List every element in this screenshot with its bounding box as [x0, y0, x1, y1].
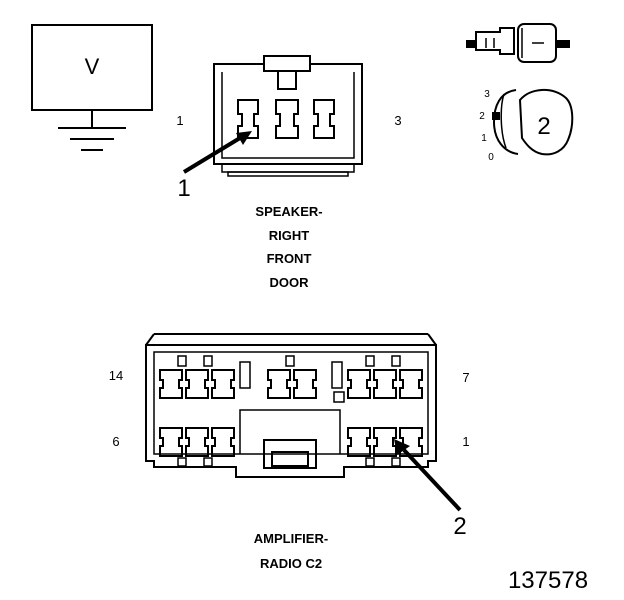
probe-inset: 3 2 1 0 2 — [466, 23, 574, 163]
callout-number-2: 2 — [453, 513, 466, 540]
ground-icon — [58, 110, 126, 151]
amplifier-connector: 14 7 6 1 2 AMPLIFIER- RADIO C2 — [109, 333, 470, 571]
pin-label-1: 1 — [176, 113, 183, 128]
pin-cavity — [275, 99, 299, 139]
pin-label-3: 3 — [394, 113, 401, 128]
callout-arrow-1 — [182, 131, 252, 174]
pin-cavity — [237, 99, 259, 139]
probe-terminal-icon — [466, 23, 570, 63]
speaker-title-line-1: SPEAKER- — [255, 204, 322, 219]
speaker-title-line-2: RIGHT — [269, 228, 310, 243]
pin-label-14: 14 — [109, 368, 123, 383]
latch — [263, 55, 311, 72]
figure-number: 137578 — [508, 567, 588, 594]
dial-scale-2: 2 — [479, 111, 485, 122]
amplifier-title-line-1: AMPLIFIER- — [254, 531, 328, 546]
pin-cavity — [313, 99, 335, 139]
pin-label-7: 7 — [462, 370, 469, 385]
cavity-row-top — [159, 355, 423, 399]
callout-number-1: 1 — [177, 175, 190, 202]
speaker-title-line-3: FRONT — [267, 251, 312, 266]
dial-scale-1: 1 — [481, 133, 487, 144]
probe-dial-icon — [492, 89, 574, 156]
voltmeter-symbol: V — [85, 54, 100, 79]
probe-callout-2: 2 — [537, 113, 550, 140]
cavity-row-bottom — [159, 427, 423, 467]
amplifier-connector-body — [145, 344, 437, 478]
pin-label-6: 6 — [112, 434, 119, 449]
speaker-connector: 1 3 1 SPEAKER- RIGHT FRONT DOOR — [176, 55, 402, 290]
dial-scale-0: 0 — [488, 152, 494, 163]
dial-scale-3: 3 — [484, 89, 490, 100]
voltmeter: V — [31, 24, 153, 151]
amplifier-title-line-2: RADIO C2 — [260, 556, 322, 571]
pin-label-1: 1 — [462, 434, 469, 449]
speaker-title-line-4: DOOR — [270, 275, 310, 290]
callout-arrow-2 — [394, 439, 462, 512]
